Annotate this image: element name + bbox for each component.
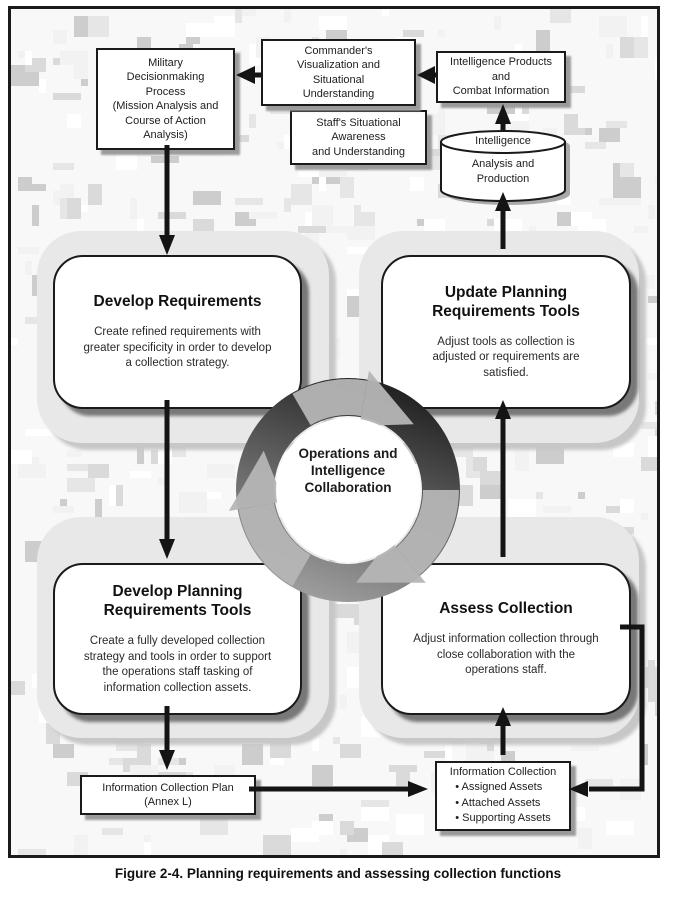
develop-requirements-title: Develop Requirements — [93, 293, 262, 311]
develop-requirements-panel: Develop Requirements Create refined requ… — [53, 255, 302, 409]
information-collection-box: Information Collection • Assigned Assets… — [435, 761, 571, 831]
figure-caption: Figure 2-4. Planning requirements and as… — [114, 866, 562, 881]
information-collection-plan-box: Information Collection Plan(Annex L) — [80, 775, 256, 815]
collaboration-cycle-icon — [228, 370, 460, 602]
cylinder-top-label: Intelligence — [475, 135, 531, 147]
information-collection-bullets: • Assigned Assets• Attached Assets• Supp… — [455, 781, 551, 825]
information-collection-title: Information Collection — [449, 766, 557, 779]
assess-collection-title: Assess Collection — [439, 600, 573, 618]
cycle-light-arrows — [228, 370, 459, 587]
